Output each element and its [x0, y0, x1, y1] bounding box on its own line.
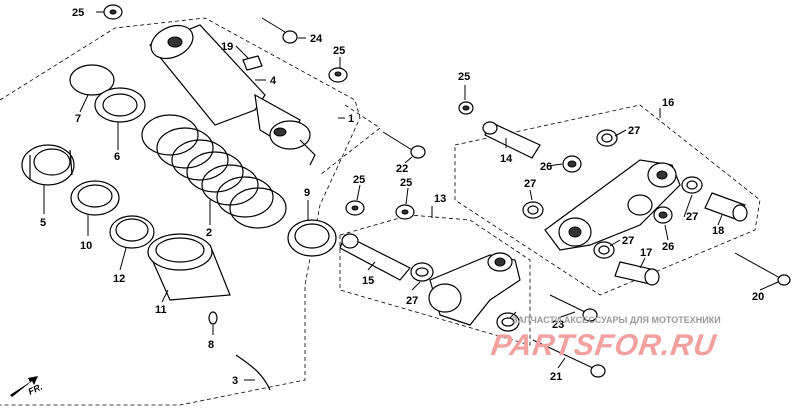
nut-25-c: [345, 200, 365, 216]
callout-17: 17: [640, 247, 652, 259]
callout-6: 6: [114, 151, 120, 163]
callout-18: 18: [712, 225, 724, 237]
ring-7: [69, 64, 115, 96]
ring-12: [109, 215, 155, 249]
tube-3: [235, 354, 271, 391]
shock-group-outline-inner: [319, 104, 381, 176]
callout-15: 15: [362, 275, 374, 287]
link-arm-group-outline: [454, 104, 761, 296]
callout-10: 10: [80, 240, 92, 252]
callout-7: 7: [75, 113, 81, 125]
spring: [141, 114, 287, 229]
seal-26-b: [653, 206, 673, 224]
direction-label: FR.: [27, 382, 44, 397]
bolt-20: [734, 252, 791, 286]
watermark: ЗАПЧАСТИ АКСЕССУАРЫ ДЛЯ МОТОТЕХНИКИ PART…: [489, 315, 721, 362]
boot-11: [147, 233, 231, 301]
callout-27: 27: [406, 295, 418, 307]
callout-3: 3: [232, 375, 238, 387]
callout-26: 26: [662, 241, 674, 253]
callout-26: 26: [540, 161, 552, 173]
callout-25: 25: [458, 71, 470, 83]
valve-8: [208, 311, 218, 325]
callout-8: 8: [208, 339, 214, 351]
callout-24: 24: [310, 33, 323, 45]
watermark-logo: PARTSFOR.RU: [489, 329, 719, 362]
bolt-22: [382, 131, 426, 159]
callout-25: 25: [72, 7, 84, 19]
callout-11: 11: [155, 304, 167, 316]
shock-body: [149, 24, 316, 166]
link-arm-16: [544, 159, 681, 251]
callout-labels: 25 24 19 4 25 1 7 6 5 2 10 12 11 9 8 3 2…: [40, 7, 764, 387]
nut-25-b: [328, 67, 348, 83]
watermark-tagline: ЗАПЧАСТИ АКСЕССУАРЫ ДЛЯ МОТОТЕХНИКИ: [512, 315, 721, 325]
callout-25: 25: [353, 174, 365, 186]
callout-22: 22: [396, 163, 408, 175]
bearing-5: [21, 144, 75, 186]
callout-9: 9: [304, 187, 310, 199]
collar-6: [94, 87, 146, 123]
collar-27-d: [522, 201, 544, 219]
callout-21: 21: [550, 371, 562, 383]
bolt-21: [532, 339, 606, 378]
collar-27-c: [596, 129, 618, 147]
nut-25-a: [103, 4, 123, 20]
bolt-24: [261, 17, 298, 44]
label-tag-19: [242, 55, 263, 71]
callout-25: 25: [400, 177, 412, 189]
link-plate-13: [428, 252, 521, 326]
leader-lines: [43, 11, 779, 381]
pin-14: [482, 121, 541, 159]
collar-27-e: [681, 176, 703, 194]
shock-group-outline: [0, 17, 361, 406]
callout-27: 27: [628, 125, 640, 137]
nut-25-e: [458, 101, 474, 115]
callout-14: 14: [500, 153, 513, 165]
callout-27: 27: [524, 178, 536, 190]
pin-18: [704, 192, 748, 222]
callout-27: 27: [622, 235, 634, 247]
collar-27-a: [410, 262, 434, 282]
spacer-10: [70, 180, 120, 216]
seal-26-a: [562, 155, 582, 173]
nut-25-d: [395, 204, 415, 220]
bolt-23: [549, 294, 598, 322]
callout-25: 25: [333, 45, 345, 57]
pin-17: [614, 261, 660, 286]
pin-15: [339, 233, 411, 281]
collar-27-f: [593, 241, 615, 259]
callout-20: 20: [752, 291, 764, 303]
front-direction-arrow-icon: FR.: [10, 376, 44, 397]
callout-5: 5: [40, 217, 46, 229]
callout-1: 1: [348, 113, 354, 125]
callout-12: 12: [113, 273, 125, 285]
collar-27-b: [496, 312, 520, 332]
callout-4: 4: [270, 75, 277, 87]
callout-16: 16: [662, 97, 674, 109]
callout-19: 19: [221, 41, 233, 53]
callout-13: 13: [434, 193, 446, 205]
callout-23: 23: [552, 319, 564, 331]
callout-27: 27: [686, 211, 698, 223]
callout-2: 2: [206, 227, 212, 239]
seal-9: [287, 219, 337, 257]
